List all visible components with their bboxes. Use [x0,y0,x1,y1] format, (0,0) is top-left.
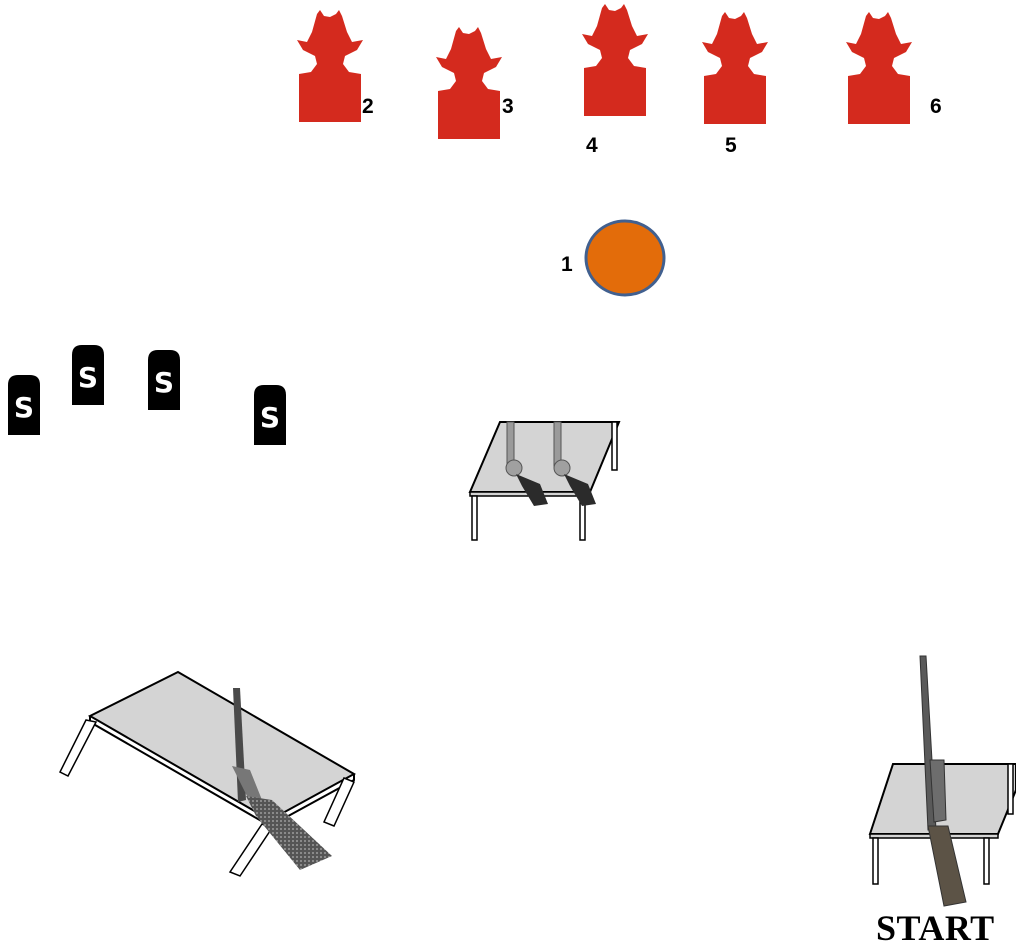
target-label-2: 2 [362,95,374,118]
target-label-3: 3 [502,95,514,118]
steel-target-2 [297,10,363,122]
target-label-4: 4 [586,134,598,157]
revolver-icon [505,421,548,506]
shotgun-icon [232,688,332,870]
start-label: START [876,908,995,948]
round-plate-target [584,219,666,297]
start-table-icon [868,655,1016,907]
knockdown-letter: S [14,391,34,424]
shotgun-table-icon [58,670,357,877]
target-label-6: 6 [930,95,942,118]
pistol-table-icon [468,421,621,541]
steel-target-3 [436,27,502,139]
knockdown-letter: S [260,401,280,434]
knockdown-letter: S [78,361,98,394]
revolver-icon [553,421,596,506]
shotgun-knockdown-1: S [8,375,40,435]
shotgun-knockdown-3: S [148,350,180,410]
rifle-icon [919,655,967,907]
shotgun-knockdown-4: S [254,385,286,445]
plate-label-1: 1 [561,253,573,276]
target-label-5: 5 [725,134,737,157]
steel-target-4 [582,4,648,116]
steel-target-6 [846,12,912,124]
steel-target-5 [702,12,768,124]
knockdown-letter: S [154,366,174,399]
shotgun-knockdown-2: S [72,345,104,405]
